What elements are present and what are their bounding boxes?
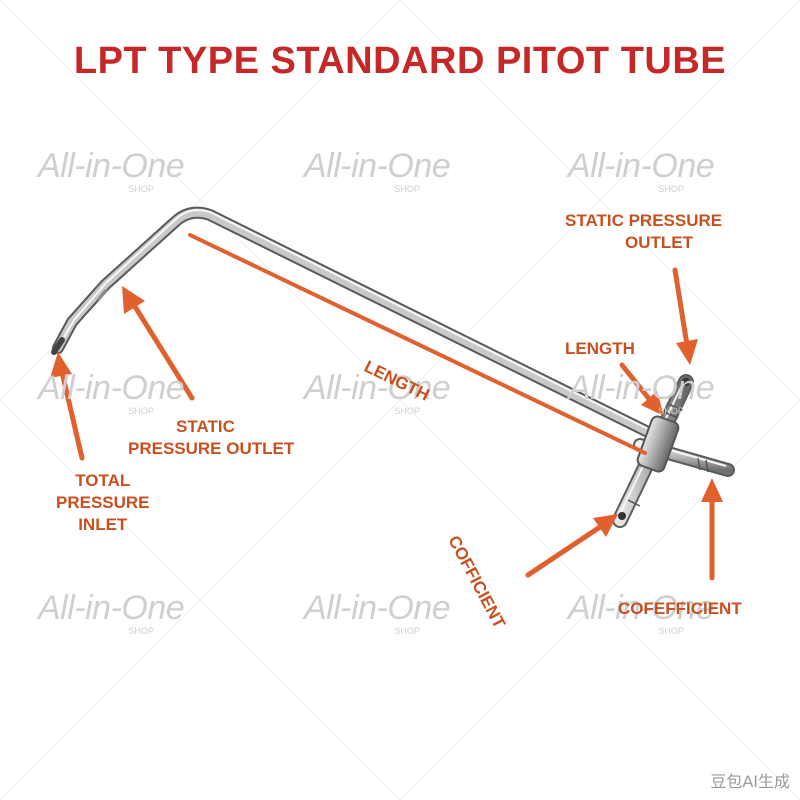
label-line: INLET (78, 515, 128, 534)
arrow-total-pressure-inlet (59, 369, 85, 461)
pitot-tube (51, 206, 735, 528)
length-indicator (188, 233, 647, 455)
label-total-pressure-inlet: TOTAL PRESSURE INLET (56, 470, 150, 536)
label-cofficient-right: COFEFFICIENT (618, 599, 742, 618)
label-line: PRESSURE OUTLET (128, 439, 295, 458)
label-line: TOTAL (75, 471, 131, 490)
arrow-head-length-small (641, 391, 664, 416)
arrow-head-static-pressure-outlet-left (122, 286, 145, 314)
arrow-static-pressure-outlet-top (672, 267, 690, 348)
arrow-head-static-pressure-outlet-top (676, 339, 698, 365)
arrow-head-total-pressure-inlet (50, 352, 72, 378)
label-line: STATIC (176, 417, 235, 436)
tube-highlight (59, 209, 647, 429)
label-static-pressure-outlet-left: STATIC PRESSURE OUTLET (128, 416, 294, 460)
label-line: OUTLET (625, 233, 693, 252)
tube-tip (51, 337, 65, 355)
label-length-small: LENGTH (565, 339, 635, 358)
arrow-cofficient-left (525, 524, 603, 578)
arrow-head-cofficient-left (593, 514, 618, 537)
label-line: STATIC PRESSURE (565, 211, 723, 230)
arrow-static-pressure-outlet-left (131, 302, 195, 401)
arrows (50, 267, 723, 581)
corner-watermark: 豆包AI生成 (710, 772, 790, 791)
label-static-pressure-outlet-top: STATIC PRESSURE OUTLET (565, 210, 722, 254)
diagram-title: LPT TYPE STANDARD PITOT TUBE (73, 40, 727, 82)
tube-body (54, 208, 652, 436)
label-line: PRESSURE (56, 493, 150, 512)
arrow-head-cofficient-right (701, 478, 723, 502)
tip-band (96, 289, 108, 301)
cross-head (612, 374, 735, 528)
arrow-length-small (619, 362, 653, 403)
